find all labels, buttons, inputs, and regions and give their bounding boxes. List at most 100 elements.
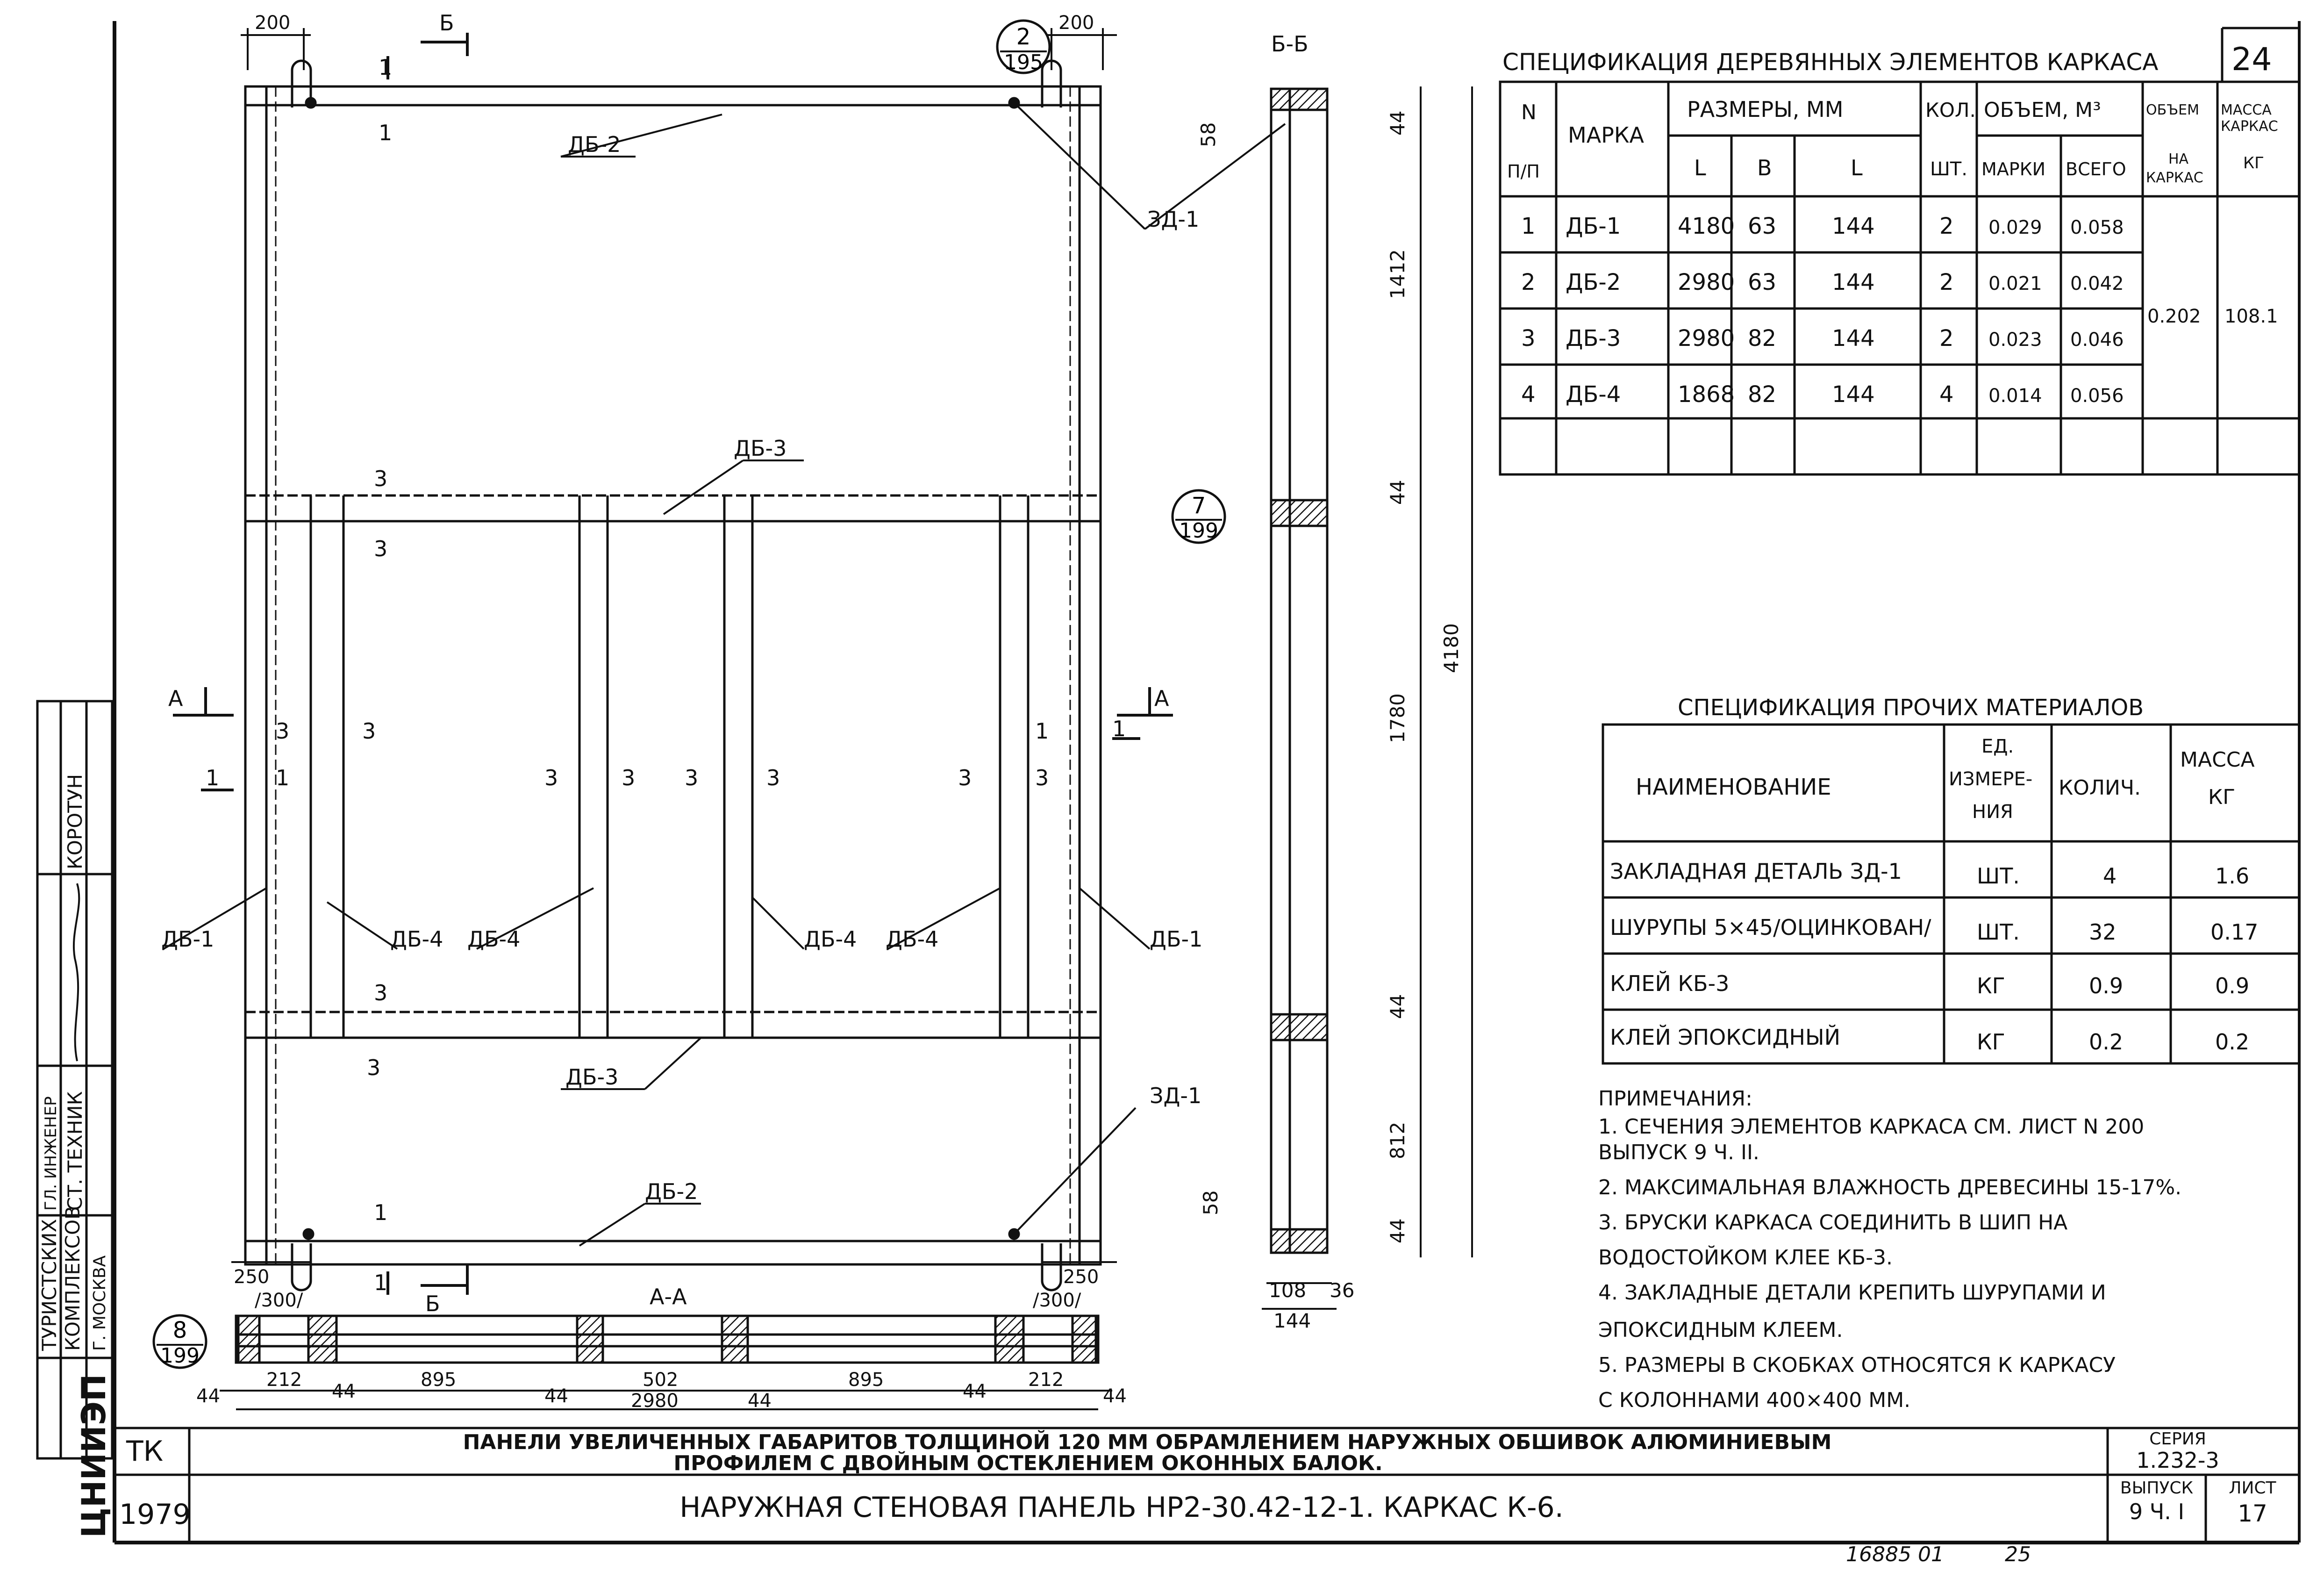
cell-H: 144 (1832, 381, 1875, 408)
hdr-unit2: ИЗМЕРЕ- (1949, 768, 2032, 790)
callout-8-199: 8 199 (152, 1314, 207, 1369)
tb-line1: ПАНЕЛИ УВЕЛИЧЕННЫХ ГАБАРИТОВ ТОЛЩИНОЙ 12… (463, 1429, 1832, 1454)
note-line: 3. БРУСКИ КАРКАСА СОЕДИНИТЬ В ШИП НА (1598, 1211, 2067, 1234)
frame-elevation (244, 85, 1102, 1266)
tb-line3: НАРУЖНАЯ СТЕНОВАЯ ПАНЕЛЬ НР2-30.42-12-1.… (679, 1491, 1564, 1524)
leader-lines (163, 102, 1286, 1247)
label-db4-c: ДБ-4 (804, 926, 857, 952)
hdr-L: L (1694, 155, 1706, 180)
hdr-vol-frame3: КАРКАС (2146, 170, 2203, 186)
note-line: ВЫПУСК 9 Ч. II. (1598, 1141, 1759, 1164)
dim-44: 44 (963, 1381, 987, 1402)
stamp-logo: ЦНИИЭП (75, 1374, 113, 1538)
hdr-vol: ОБЪЕМ, М³ (1984, 98, 2101, 122)
stamp-org2: КОМПЛЕКСОВ (61, 1206, 84, 1351)
sec-num: 3 (362, 718, 376, 744)
hdr-unit3: НИЯ (1972, 801, 2013, 823)
cell-mass: 1.6 (2215, 863, 2249, 889)
cell-vol-total: 0.046 (2070, 329, 2124, 351)
sec-num: 1 (374, 1270, 387, 1295)
dim-44: 44 (196, 1385, 220, 1407)
dim-44: 44 (544, 1385, 568, 1407)
callout-top: 8 (173, 1317, 187, 1343)
other-row-4: КЛЕЙ ЭПОКСИДНЫЙ КГ 0.2 0.2 (1610, 1025, 2249, 1055)
bottom-note-text2: 25 (2005, 1543, 2031, 1566)
section-bb-dims: 58 44 1412 44 1780 4180 44 812 58 44 108… (1197, 111, 1463, 1332)
cell-vol-mark: 0.029 (1988, 217, 2042, 238)
hdr-unit1: ЕД. (1981, 736, 2014, 757)
dim-108: 108 (1269, 1279, 1306, 1302)
other-spec-title: СПЕЦИФИКАЦИЯ ПРОЧИХ МАТЕРИАЛОВ (1678, 695, 2144, 721)
stamp-role1: СТ. ТЕХНИК (64, 1091, 86, 1211)
hdr-H: L (1851, 155, 1863, 180)
sec-num: 3 (276, 718, 289, 744)
cell-qty: 4 (2103, 863, 2117, 889)
dim-200-right: 200 (1058, 12, 1094, 34)
hdr-mass1: МАССА (2221, 102, 2272, 118)
top-dims: 200 200 250 /300/ 250 /300/ (231, 12, 1117, 1311)
cell-H: 144 (1832, 325, 1875, 352)
cell-B: 82 (1748, 325, 1776, 352)
wood-row-3: 3 ДБ-3 2980 82 144 2 0.023 0.046 (1521, 325, 2124, 352)
cell-vol-total: 0.058 (2070, 217, 2124, 238)
dim-44: 44 (1386, 480, 1409, 505)
sec-num: 1 (374, 1200, 387, 1225)
sec-num: 1 (379, 55, 392, 80)
label-section-a-left: А (168, 686, 183, 711)
label-db3-upper: ДБ-3 (734, 436, 787, 461)
label-section-aa: А-А (650, 1284, 687, 1309)
cell-mass: 0.2 (2215, 1029, 2249, 1055)
note-line: 4. ЗАКЛАДНЫЕ ДЕТАЛИ КРЕПИТЬ ШУРУПАМИ И (1598, 1281, 2106, 1305)
wood-row-4: 4 ДБ-4 1868 82 144 4 0.014 0.056 (1521, 381, 2124, 408)
label-db1-right: ДБ-1 (1150, 926, 1202, 952)
dim-144: 144 (1273, 1309, 1311, 1332)
callout-top: 2 (1016, 24, 1031, 50)
label-db2-bottom: ДБ-2 (645, 1179, 698, 1204)
hdr-name: НАИМЕНОВАНИЕ (1636, 774, 1831, 800)
callout-bottom: 195 (1004, 50, 1043, 74)
cell-vol-mark: 0.014 (1988, 385, 2042, 407)
sec-num: 3 (374, 536, 387, 561)
cell-unit: КГ (1977, 1029, 2005, 1055)
dim-44: 44 (748, 1390, 772, 1412)
tb-issue-label: ВЫПУСК (2120, 1479, 2193, 1498)
cell-vol-frame: 0.202 (2147, 306, 2201, 327)
stamp-name1: КОРОТУН (64, 774, 86, 869)
cell-L: 4180 (1678, 213, 1735, 239)
sec-num: 3 (1035, 765, 1049, 790)
stamp-signature (72, 883, 80, 1062)
hdr-B: B (1757, 155, 1772, 180)
other-row-3: КЛЕЙ КБ-3 КГ 0.9 0.9 (1610, 971, 2249, 998)
cell-name: КЛЕЙ ЭПОКСИДНЫЙ (1610, 1025, 1840, 1050)
sec-num: 1 (379, 120, 392, 145)
cell-n: 3 (1521, 325, 1536, 352)
dim-44: 44 (1386, 994, 1409, 1019)
label-db2-top: ДБ-2 (568, 132, 621, 157)
sec-num: 1 (206, 765, 219, 790)
label-section-a-right: А (1154, 686, 1169, 711)
wood-spec-title: СПЕЦИФИКАЦИЯ ДЕРЕВЯННЫХ ЭЛЕМЕНТОВ КАРКАС… (1502, 49, 2158, 76)
bottom-note-text: 16885 01 (1846, 1543, 1944, 1566)
cell-H: 144 (1832, 213, 1875, 239)
hdr-vol-mark: МАРКИ (1981, 159, 2045, 179)
left-stamp: ТУРИСТСКИХ КОМПЛЕКСОВ Г. МОСКВА СТ. ТЕХН… (36, 700, 114, 1538)
dim-895-left: 895 (421, 1369, 456, 1391)
hdr-vol-total: ВСЕГО (2066, 159, 2126, 179)
dim-44: 44 (1386, 1219, 1409, 1243)
cell-H: 144 (1832, 269, 1875, 295)
sec-num: 3 (367, 1055, 380, 1080)
sec-num: 3 (374, 466, 387, 491)
dim-2980: 2980 (631, 1390, 679, 1412)
hdr-dims: РАЗМЕРЫ, ММ (1687, 97, 1843, 122)
dim-250-right: 250 (1063, 1266, 1099, 1288)
other-row-2: ШУРУПЫ 5×45/ОЦИНКОВАН/ ШТ. 32 0.17 (1610, 915, 2258, 945)
cell-mass: 0.9 (2215, 973, 2249, 998)
tb-year: 1979 (119, 1498, 191, 1531)
stamp-org3: Г. МОСКВА (90, 1255, 109, 1351)
other-row-1: ЗАКЛАДНАЯ ДЕТАЛЬ ЗД-1 ШТ. 4 1.6 (1610, 859, 2249, 889)
callout-7-199: 7 199 (1171, 489, 1226, 544)
hdr-mass2: КАРКАС (2221, 118, 2278, 135)
label-db3-lower: ДБ-3 (565, 1064, 618, 1090)
hdr-qty: КОЛ. (1925, 99, 1976, 122)
cell-mark: ДБ-4 (1566, 381, 1621, 408)
